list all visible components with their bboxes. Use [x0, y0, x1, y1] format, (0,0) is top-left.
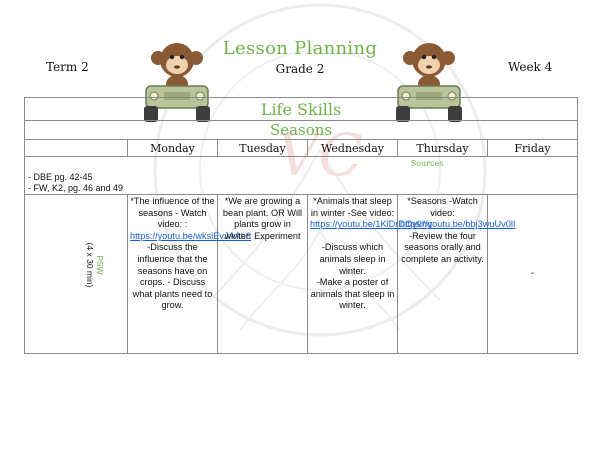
sources-cell: Sources - DBE pg. 42-45 - FW, K2, pg. 46… — [23, 156, 579, 195]
day-header-wednesday: Wednesday — [307, 139, 398, 157]
lesson-wednesday: *Animals that sleep in winter -See video… — [307, 194, 432, 354]
lesson-thursday-review: -Review the four seasons orally and comp… — [401, 230, 484, 264]
wednesday-video-link[interactable]: https://youtu.be/1KlDrDOy9hg — [310, 219, 433, 230]
source-line: - FW, K2, pg. 46 and 49 — [28, 183, 124, 193]
lesson-tuesday: *We are growing a bean plant. OR Will pl… — [217, 194, 308, 354]
lesson-monday-intro: *The influence of the seasons - Watch vi… — [130, 196, 215, 230]
psw-label: PSW — [95, 255, 105, 275]
page-title: Lesson Planning — [222, 38, 378, 59]
day-header-tuesday: Tuesday — [217, 139, 308, 157]
sources-row: Sources - DBE pg. 42-45 - FW, K2, pg. 46… — [23, 156, 579, 195]
lesson-thursday: *Seasons -Watch video: https://youtu.be/… — [397, 194, 515, 354]
psw-row: PSW (4 x 30 min) *The influence of the s… — [24, 194, 579, 354]
lesson-monday: *The influence of the seasons - Watch vi… — [127, 194, 251, 354]
grade-label: Grade 2 — [275, 62, 325, 76]
psw-cell: PSW (4 x 30 min) — [24, 194, 128, 354]
lesson-wednesday-intro: *Animals that sleep in winter -See video… — [310, 196, 395, 218]
week-label: Week 4 — [508, 60, 553, 74]
topic-banner: Seasons — [23, 120, 579, 140]
subject-row: Life Skills — [23, 97, 579, 121]
lesson-thursday-intro: *Seasons -Watch video: — [407, 196, 478, 218]
day-header-row: Monday Tuesday Wednesday Thursday Friday — [24, 139, 579, 157]
lesson-wednesday-poster: -Make a poster of animals that sleep in … — [310, 277, 395, 311]
term-label: Term 2 — [46, 60, 89, 74]
thursday-video-link[interactable]: https://youtu.be/bbj3wuUv0lI — [400, 219, 516, 230]
source-line: - DBE pg. 42-45 — [28, 172, 93, 182]
lesson-plan-table: Life Skills Seasons Monday Tuesday Wedne… — [23, 97, 579, 354]
monday-video-link[interactable]: https://youtu.be/wksiEvJAAh8 — [130, 230, 252, 241]
lesson-monday-discussion: -Discuss the influence that the seasons … — [132, 242, 213, 311]
lesson-wednesday-discussion: -Discuss which animals sleep in winter. — [319, 242, 386, 276]
psw-duration: (4 x 30 min) — [85, 242, 95, 288]
day-header-friday: Friday — [486, 139, 579, 157]
subject-banner: Life Skills — [23, 97, 579, 121]
day-header-monday: Monday — [127, 139, 218, 157]
corner-cell — [24, 139, 128, 157]
sources-label: Sources — [410, 159, 444, 168]
day-header-thursday: Thursday — [397, 139, 488, 157]
lesson-friday: - — [486, 194, 579, 354]
lesson-tuesday-text: *We are growing a bean plant. OR Will pl… — [222, 196, 303, 241]
topic-row: Seasons — [23, 120, 579, 140]
